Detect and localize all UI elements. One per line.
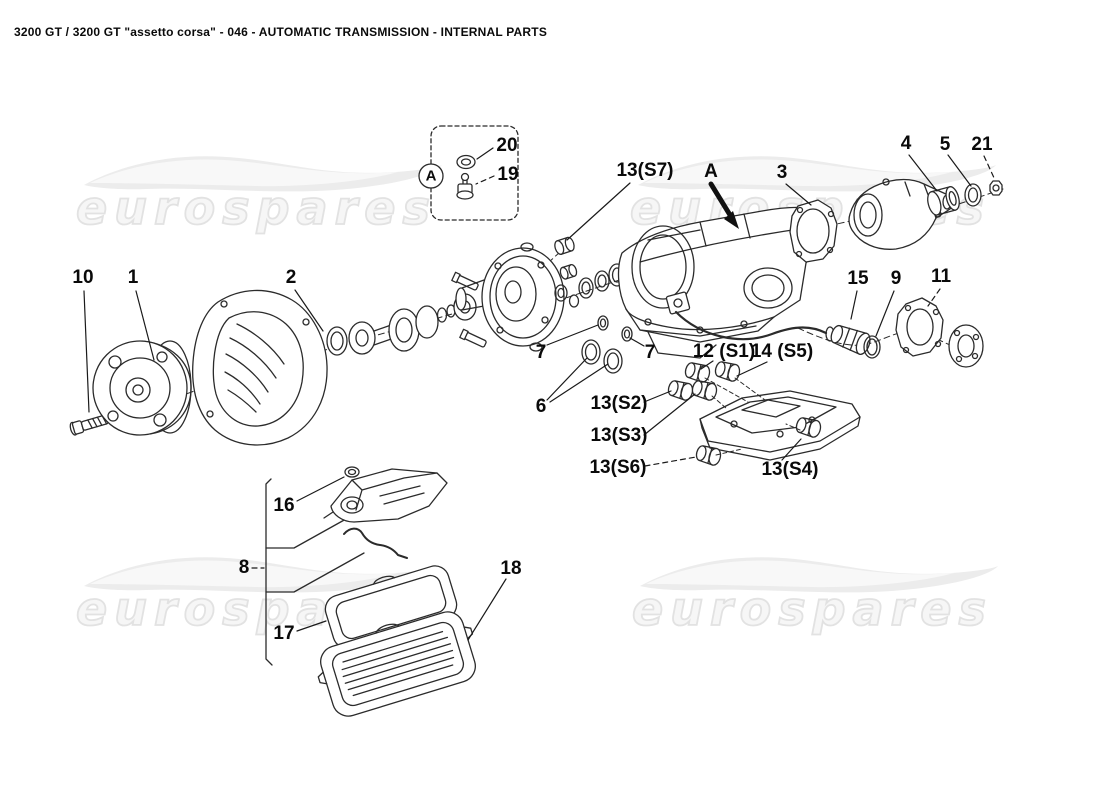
leader-5 bbox=[947, 154, 972, 187]
leader-6 bbox=[549, 363, 609, 403]
part-main-case bbox=[617, 206, 828, 359]
part-oil-pan-18 bbox=[317, 611, 476, 717]
leader-9 bbox=[875, 290, 895, 337]
part-bushing-13s7 bbox=[554, 236, 575, 255]
leader-13s4 bbox=[781, 438, 802, 461]
part-valve-body bbox=[699, 390, 861, 461]
leader-21 bbox=[983, 155, 996, 181]
leader-19 bbox=[475, 175, 495, 185]
solenoid-guide-lines bbox=[704, 377, 801, 456]
leader-6 bbox=[546, 357, 588, 401]
leader-15 bbox=[850, 290, 858, 320]
leader-18 bbox=[467, 578, 507, 641]
part-rings-7 bbox=[597, 315, 633, 342]
part-pipe bbox=[343, 527, 408, 559]
part-gasket-11 bbox=[895, 297, 944, 357]
part-seal-ring-2 bbox=[326, 326, 348, 356]
leader-12s1 bbox=[700, 360, 714, 370]
part-oil-pump bbox=[455, 242, 565, 352]
leader-13s6 bbox=[644, 456, 697, 467]
leader-17 bbox=[296, 620, 327, 632]
page-title: 3200 GT / 3200 GT "assetto corsa" - 046 … bbox=[14, 25, 548, 39]
part-seal-ring-20 bbox=[456, 154, 476, 170]
part-nut-21 bbox=[989, 180, 1003, 196]
detail-box-a bbox=[418, 125, 519, 221]
bracket-8 bbox=[265, 478, 365, 666]
leader-lines bbox=[83, 147, 996, 641]
part-bolt-10 bbox=[69, 414, 109, 436]
part-ring-5 bbox=[964, 183, 982, 207]
leader-16 bbox=[296, 476, 345, 502]
leader-11 bbox=[927, 288, 941, 307]
part-rings-6 bbox=[581, 339, 623, 374]
leader-7 bbox=[629, 337, 645, 347]
leader-13s2 bbox=[643, 390, 672, 403]
part-splined-coupling bbox=[948, 324, 984, 368]
leader-20 bbox=[476, 147, 494, 160]
part-bushing-4 bbox=[927, 186, 960, 216]
leader-14s5 bbox=[736, 361, 768, 377]
part-solenoid-13-s6 bbox=[694, 443, 723, 468]
part-oring-9 bbox=[863, 335, 881, 359]
part-fitting-19 bbox=[456, 172, 474, 200]
leader-1 bbox=[135, 290, 155, 361]
detail-a-circle bbox=[418, 163, 444, 189]
leader-7 bbox=[546, 324, 599, 346]
part-gasket-3 bbox=[789, 199, 838, 263]
part-torque-converter-1 bbox=[92, 340, 192, 436]
leader-2 bbox=[294, 289, 324, 332]
part-bell-housing bbox=[192, 289, 328, 446]
leader-4 bbox=[908, 154, 938, 192]
leader-10 bbox=[83, 290, 90, 413]
part-oil-filter-16 bbox=[323, 466, 448, 523]
detail-a-arrow bbox=[708, 181, 739, 229]
leader-13s7 bbox=[566, 182, 631, 241]
part-input-shaft-cluster bbox=[348, 271, 487, 355]
leader-3 bbox=[785, 183, 812, 206]
leader-13s3 bbox=[643, 393, 696, 436]
